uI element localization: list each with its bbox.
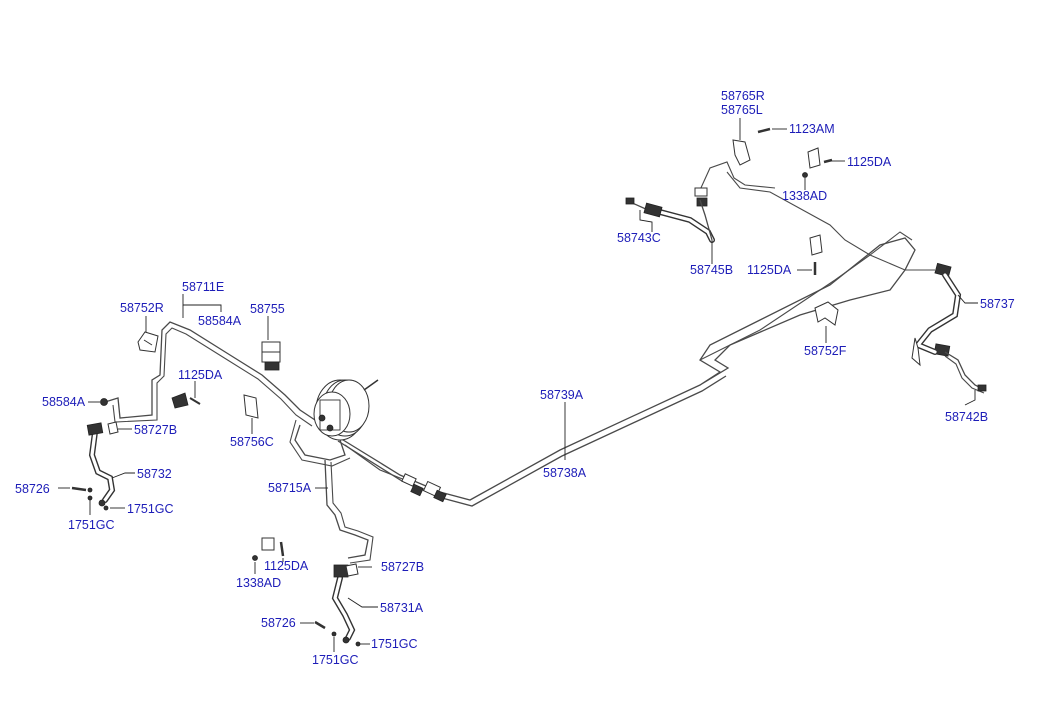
label-58715A: 58715A [268, 481, 312, 495]
label-58743C: 58743C [617, 231, 661, 245]
label-1123AM: 1123AM [789, 122, 835, 136]
label-58732: 58732 [137, 467, 172, 481]
label-1751GC-bottom-bottom: 1751GC [312, 653, 359, 667]
label-58755: 58755 [250, 302, 285, 316]
label-58765R: 58765R [721, 89, 765, 103]
leader-lines [58, 118, 978, 652]
part-labels: 58765R 58765L 1123AM 1125DA 1338AD 58743… [15, 89, 1015, 667]
label-58726-bottom: 58726 [261, 616, 296, 630]
label-58731A: 58731A [380, 601, 424, 615]
label-58742B: 58742B [945, 410, 988, 424]
label-58726-left: 58726 [15, 482, 50, 496]
label-58752R: 58752R [120, 301, 164, 315]
label-1751GC-left-right: 1751GC [127, 502, 174, 516]
label-58584A-left: 58584A [42, 395, 86, 409]
label-1125DA-bottom: 1125DA [264, 559, 309, 573]
brake-pipes [104, 161, 935, 564]
label-58727B-bottom: 58727B [381, 560, 424, 574]
small-parts [71, 127, 839, 647]
label-1125DA-left: 1125DA [178, 368, 223, 382]
label-1751GC-left-bottom: 1751GC [68, 518, 115, 532]
brake-hoses [86, 197, 987, 644]
label-1338AD-top: 1338AD [782, 189, 827, 203]
label-58756C: 58756C [230, 435, 274, 449]
label-58584A-top: 58584A [198, 314, 242, 328]
label-58752F: 58752F [804, 344, 847, 358]
label-1125DA-mid: 1125DA [747, 263, 792, 277]
label-58711E: 58711E [182, 280, 224, 294]
label-58765L: 58765L [721, 103, 763, 117]
label-58739A: 58739A [540, 388, 584, 402]
label-1751GC-bottom-right: 1751GC [371, 637, 418, 651]
label-58727B-left: 58727B [134, 423, 177, 437]
label-58737: 58737 [980, 297, 1015, 311]
label-1125DA-top: 1125DA [847, 155, 892, 169]
brake-booster [313, 379, 379, 441]
label-58738A: 58738A [543, 466, 587, 480]
label-1338AD-bottom: 1338AD [236, 576, 281, 590]
label-58745B: 58745B [690, 263, 733, 277]
